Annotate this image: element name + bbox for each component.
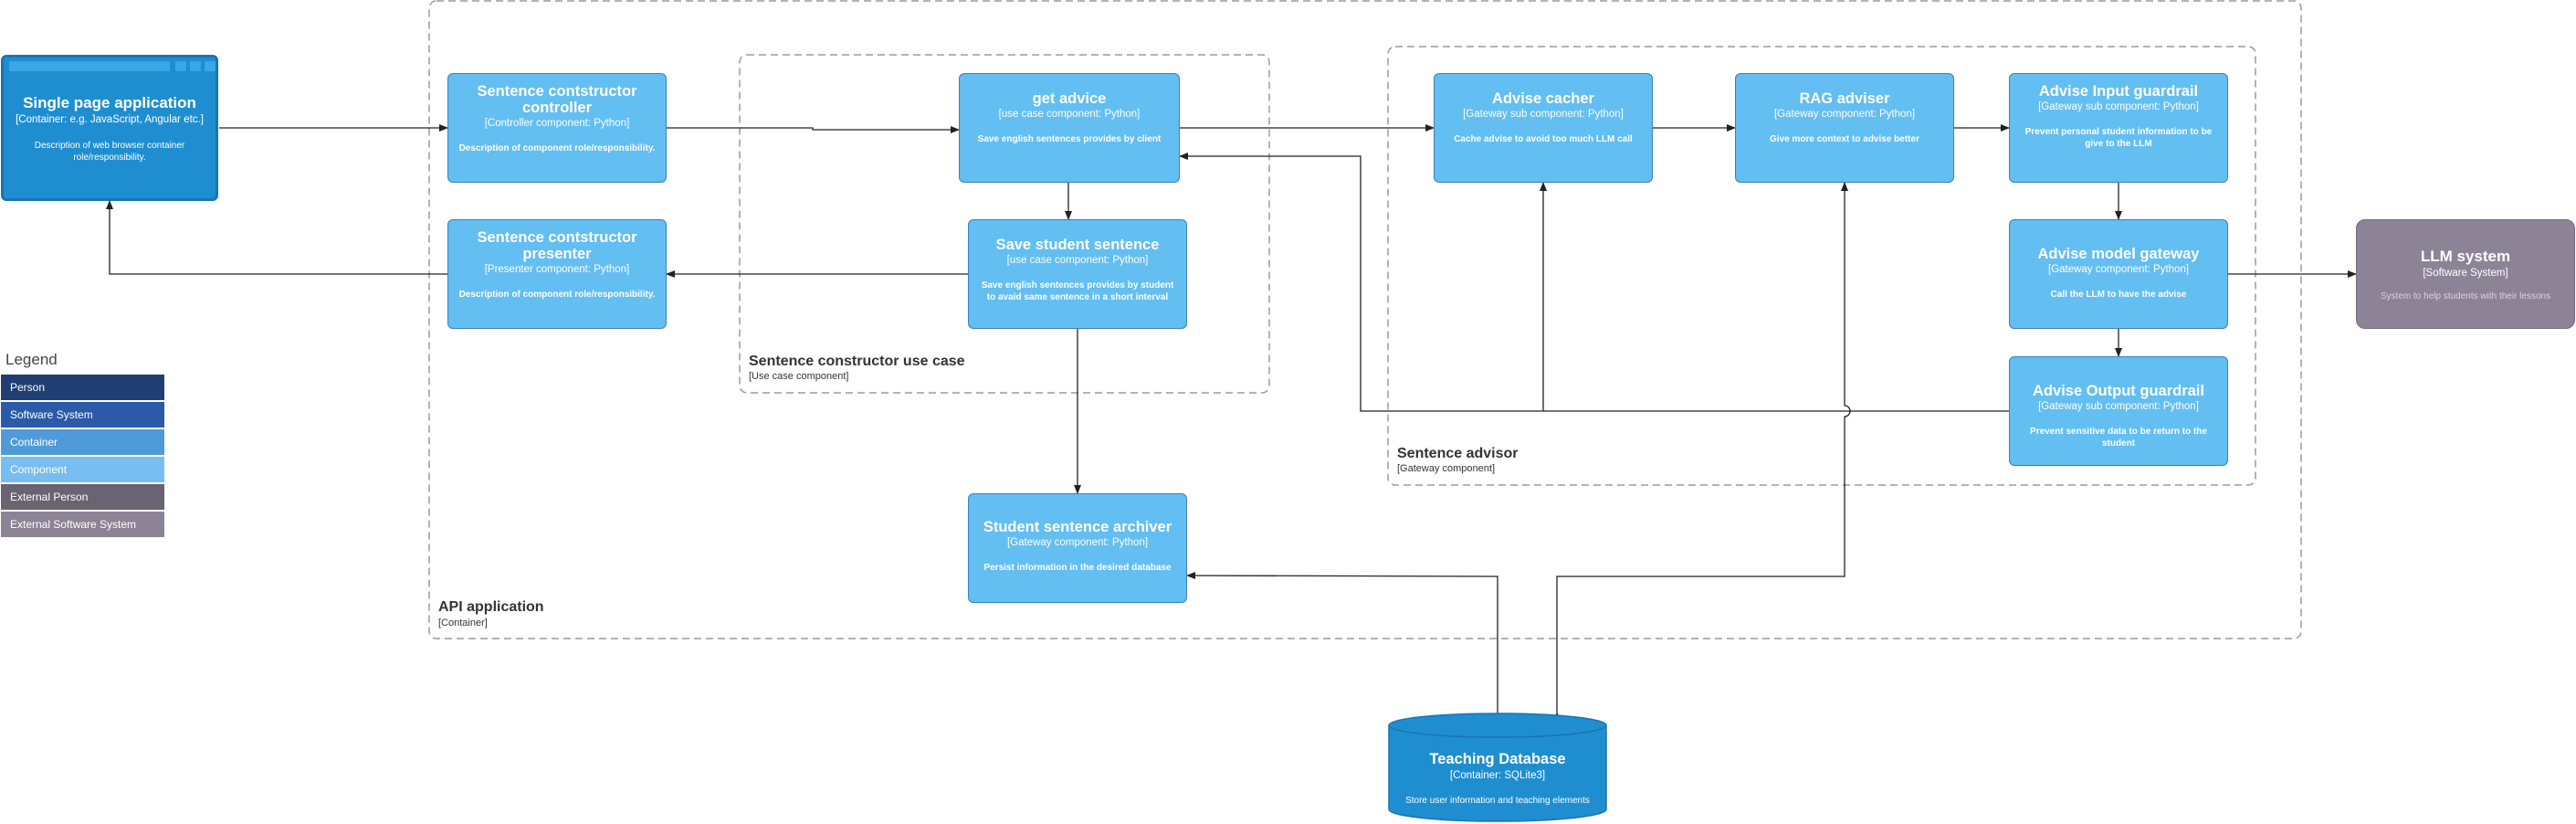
component-description: Save english sentences provides by clien…	[977, 134, 1162, 144]
student-sentence-archiver[interactable]: Student sentence archiver [Gateway compo…	[968, 493, 1187, 603]
component-subtitle: [Gateway component: Python]	[1773, 109, 1916, 120]
component-title: Sentence contstructor presenter	[477, 229, 637, 262]
component-title: Advise model gateway	[2037, 246, 2200, 262]
advisor-boundary-title: Sentence advisor	[1397, 446, 1519, 461]
teaching-database[interactable]: Teaching Database [Container: SQLite3] S…	[1388, 713, 1607, 822]
llm-subtitle: [Software System]	[2423, 268, 2508, 279]
component-description: Call the LLM to have the advise	[2050, 290, 2187, 300]
legend-item-container: Container	[1, 429, 164, 455]
component-title: Sentence contstructor controller	[477, 83, 637, 116]
legend-label: External Person	[10, 491, 89, 503]
api-application-subtitle: [Container]	[438, 618, 488, 629]
component-description: Give more context to advise better	[1770, 134, 1919, 144]
component-subtitle: [Presenter component: Python]	[484, 264, 630, 275]
legend-label: External Software System	[10, 518, 137, 531]
component-title: Advise Output guardrail	[2033, 383, 2204, 399]
component-description: Prevent sensitive data to be return to t…	[2030, 427, 2207, 449]
legend-label: Person	[10, 381, 46, 394]
api-application-title: API application	[438, 599, 544, 615]
advise-output-guardrail[interactable]: Advise Output guardrail [Gateway sub com…	[2009, 356, 2228, 466]
edge-archiver-database	[1186, 572, 1501, 721]
component-description: Prevent personal student information to …	[2024, 127, 2213, 149]
advise-cacher[interactable]: Advise cacher [Gateway sub component: Py…	[1434, 73, 1653, 183]
component-title: Save student sentence	[995, 237, 1160, 253]
single-page-application[interactable]: Single page application [Container: e.g.…	[1, 55, 218, 201]
save-student-sentence-component[interactable]: Save student sentence [use case componen…	[968, 219, 1187, 329]
edge-controller-getadvice	[667, 126, 960, 133]
component-description: Cache advise to avoid too much LLM call	[1454, 134, 1633, 144]
legend-label: Software System	[10, 408, 93, 421]
spa-title: Single page application	[23, 94, 196, 111]
get-advice-component[interactable]: get advice [use case component: Python] …	[959, 73, 1180, 183]
edge-presenter-spa	[106, 200, 447, 275]
sentence-constructor-controller[interactable]: Sentence contstructor controller [Contro…	[447, 73, 667, 183]
component-subtitle: [Gateway component: Python]	[1006, 537, 1149, 548]
component-title: get advice	[1032, 90, 1107, 107]
legend-item-person: Person	[1, 375, 164, 400]
legend-item-component: Component	[1, 457, 164, 482]
component-title: Advise Input guardrail	[2038, 83, 2199, 100]
spa-subtitle: [Container: e.g. JavaScript, Angular etc…	[16, 114, 204, 125]
legend-item-external-person: External Person	[1, 484, 164, 510]
edge-database-rag	[1553, 182, 1851, 721]
legend-label: Container	[10, 436, 58, 449]
advisor-boundary-subtitle: [Gateway component]	[1397, 463, 1496, 474]
legend-item-external-software-system: External Software System	[1, 512, 164, 537]
database-title: Teaching Database	[1429, 751, 1566, 767]
component-subtitle: [use case component: Python]	[998, 109, 1141, 120]
llm-title: LLM system	[2420, 248, 2511, 265]
component-subtitle: [Gateway sub component: Python]	[1463, 109, 1624, 120]
component-title: RAG adviser	[1799, 90, 1890, 107]
component-description: Description of component role/responsibi…	[458, 290, 656, 300]
legend-label: Component	[10, 463, 68, 476]
advise-model-gateway[interactable]: Advise model gateway [Gateway component:…	[2009, 219, 2228, 329]
component-description: Save english sentences provides by stude…	[981, 280, 1174, 302]
component-subtitle: [use case component: Python]	[1006, 255, 1149, 266]
browser-window-bar	[9, 61, 216, 71]
component-title: Advise cacher	[1492, 90, 1594, 107]
database-cylinder-icon	[1388, 713, 1607, 822]
advise-input-guardrail[interactable]: Advise Input guardrail [Gateway sub comp…	[2009, 73, 2228, 183]
legend-title: Legend	[5, 351, 58, 368]
component-subtitle: [Gateway sub component: Python]	[2038, 101, 2199, 112]
llm-system[interactable]: LLM system [Software System] System to h…	[2356, 219, 2575, 329]
component-subtitle: [Controller component: Python]	[484, 118, 630, 129]
usecase-boundary-subtitle: [Use case component]	[749, 371, 849, 382]
database-subtitle: [Container: SQLite3]	[1449, 770, 1546, 781]
sentence-constructor-presenter[interactable]: Sentence contstructor presenter [Present…	[447, 219, 667, 329]
legend-item-software-system: Software System	[1, 402, 164, 428]
component-subtitle: [Gateway sub component: Python]	[2038, 401, 2199, 412]
usecase-boundary-title: Sentence constructor use case	[749, 354, 965, 369]
database-description: Store user information and teaching elem…	[1405, 796, 1590, 806]
component-title: Student sentence archiver	[983, 519, 1172, 535]
component-description: Persist information in the desired datab…	[983, 563, 1172, 573]
rag-adviser[interactable]: RAG adviser [Gateway component: Python] …	[1735, 73, 1954, 183]
spa-description: Description of web browser container rol…	[34, 141, 185, 163]
component-subtitle: [Gateway component: Python]	[2047, 264, 2190, 275]
component-description: Description of component role/responsibi…	[458, 143, 656, 153]
usecase-boundary	[739, 54, 1270, 394]
llm-description: System to help students with their lesso…	[2380, 291, 2551, 301]
edge-outputguard-getadvice	[1179, 153, 2009, 412]
